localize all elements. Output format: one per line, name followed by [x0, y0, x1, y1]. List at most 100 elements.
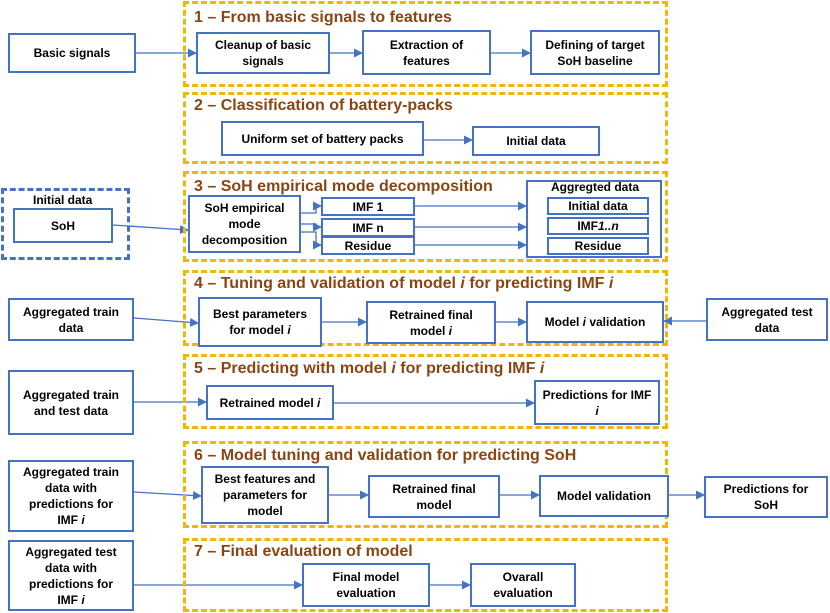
stage-4-title: 4 – Tuning and validation of model i for…: [194, 275, 613, 293]
stage-text: Classification of battery-packs: [220, 97, 453, 114]
agg-test-box: Aggregated test data: [706, 298, 828, 341]
initial-data-group-label: Initial data: [33, 193, 93, 207]
arrow-emd-to-imfn: [300, 222, 322, 232]
agg-train-test-box: Aggregated train and test data: [8, 370, 134, 435]
arrow-emd-to-residue: [300, 231, 322, 250]
retrained-final-box: Retrained final model i: [366, 301, 496, 344]
predictions-soh-box: Predictions for SoH: [704, 476, 828, 518]
model-validation-var: i: [582, 315, 586, 329]
predictions-imf-label: Predictions for IMF: [542, 387, 652, 402]
agg-residue-box: Residue: [547, 237, 649, 255]
agg-train-pred-label: Aggregated train data with predictions f…: [22, 465, 119, 527]
stage-text: Final evaluation of model: [216, 543, 413, 560]
imf-1-box: IMF 1: [321, 197, 415, 216]
initial-data-group: [1, 188, 130, 260]
best-features-box: Best features and parameters for model: [201, 466, 329, 524]
extraction-box: Extraction of features: [362, 30, 491, 75]
retrained-final-var: i: [448, 323, 452, 338]
soh-emd-box: SoH empirical mode decomposition: [188, 195, 301, 253]
agg-imf-range: 1..n: [598, 219, 619, 233]
arrow-trainpred-to-bestfeatures: [133, 491, 202, 501]
retrained-final-6-box: Retrained final model: [368, 475, 500, 518]
stage-num: 6: [194, 447, 203, 464]
stage-dash: –: [207, 275, 217, 292]
predictions-imf-text: Predictions for IMF i: [543, 387, 652, 419]
stage-text: Model tuning and validation for predicti…: [216, 447, 577, 464]
stage-1-title: 1 – From basic signals to features: [194, 9, 452, 27]
stage-text: Tuning and validation of model: [220, 275, 461, 292]
agg-train-pred-var: i: [81, 513, 85, 527]
uniform-set-box: Uniform set of battery packs: [221, 121, 424, 156]
stage-text: Predicting with model: [220, 360, 392, 377]
stage-dash: –: [207, 360, 217, 377]
stage-6-title: 6 – Model tuning and validation for pred…: [194, 447, 576, 465]
agg-imf-box: IMF 1..n: [547, 217, 649, 235]
stage-dash: –: [207, 543, 217, 560]
agg-train-pred-box: Aggregated train data with predictions f…: [8, 460, 134, 532]
imf-n-box: IMF n: [321, 218, 415, 237]
agg-train-pred-text: Aggregated train data with predictions f…: [23, 464, 119, 528]
soh-box: SoH: [13, 208, 113, 243]
model-validation-label: Model: [544, 315, 583, 329]
stage-dash: –: [207, 9, 217, 26]
initial-data-box: Initial data: [472, 126, 600, 156]
stage-var: i: [539, 360, 545, 377]
stage-4-frame: [183, 270, 668, 346]
stage-text: for predicting IMF: [464, 275, 609, 292]
best-params-label: Best parameters for model: [212, 307, 308, 337]
stage-3-frame: [183, 171, 668, 262]
agg-train-box: Aggregated train data: [8, 298, 134, 341]
predictions-imf-box: Predictions for IMF i: [534, 380, 660, 425]
retrained-model-var: i: [317, 395, 321, 410]
final-model-eval-box: Final model evaluation: [302, 563, 430, 607]
overall-eval-box: Ovarall evaluation: [470, 563, 576, 607]
stage-var: i: [391, 360, 396, 377]
stage-5-frame: [183, 354, 668, 429]
agg-initial-data-box: Initial data: [547, 197, 649, 215]
defining-box: Defining of target SoH baseline: [530, 30, 660, 75]
best-params-var: i: [287, 323, 291, 337]
agg-test-pred-text: Aggregated test data with predictions fo…: [25, 544, 116, 608]
stage-7-title: 7 – Final evaluation of model: [194, 543, 413, 561]
retrained-final-label: Retrained final model: [389, 307, 473, 338]
stage-num: 1: [194, 9, 203, 26]
model-validation-6-box: Model validation: [539, 475, 669, 517]
model-validation-suffix: validation: [586, 315, 646, 329]
stage-7-frame: [183, 538, 668, 612]
stage-num: 2: [194, 97, 203, 114]
best-params-text: Best parameters for model i: [213, 306, 307, 338]
arrow-soh-to-emd: [112, 224, 189, 234]
stage-5-title: 5 – Predicting with model i for predicti…: [194, 360, 544, 378]
stage-var: i: [460, 275, 465, 292]
agg-test-pred-box: Aggregated test data with predictions fo…: [8, 540, 134, 611]
stage-dash: –: [207, 447, 217, 464]
cleanup-box: Cleanup of basic signals: [196, 32, 330, 74]
stage-text: SoH empirical mode decomposition: [220, 178, 493, 195]
stage-2-frame: [183, 92, 668, 164]
stage-2-title: 2 – Classification of battery-packs: [194, 97, 453, 115]
model-validation-box: Model i validation: [526, 301, 664, 343]
retrained-model-box: Retrained model i: [206, 385, 334, 420]
predictions-imf-var: i: [595, 403, 599, 418]
stage-3-title: 3 – SoH empirical mode decomposition: [194, 178, 493, 196]
retrained-final-text: Retrained final model i: [389, 307, 472, 339]
stage-num: 5: [194, 360, 203, 377]
stage-text: for predicting IMF: [395, 360, 540, 377]
retrained-model-label: Retrained model: [219, 395, 317, 410]
residue-box: Residue: [321, 236, 415, 255]
best-params-box: Best parameters for model i: [198, 297, 322, 347]
aggregated-data-label: Aggregted data: [551, 180, 640, 194]
stage-dash: –: [207, 97, 217, 114]
stage-num: 4: [194, 275, 203, 292]
retrained-model-text: Retrained model i: [220, 395, 321, 411]
stage-num: 3: [194, 178, 203, 195]
stage-num: 7: [194, 543, 203, 560]
agg-test-pred-var: i: [81, 592, 85, 607]
arrow-emd-to-imf1: [300, 201, 322, 214]
arrow-train-to-best: [133, 317, 199, 327]
stage-var: i: [608, 275, 614, 292]
stage-text: From basic signals to features: [220, 9, 452, 26]
agg-test-pred-label: Aggregated test data with predictions fo…: [25, 544, 117, 607]
stage-dash: –: [207, 178, 217, 195]
